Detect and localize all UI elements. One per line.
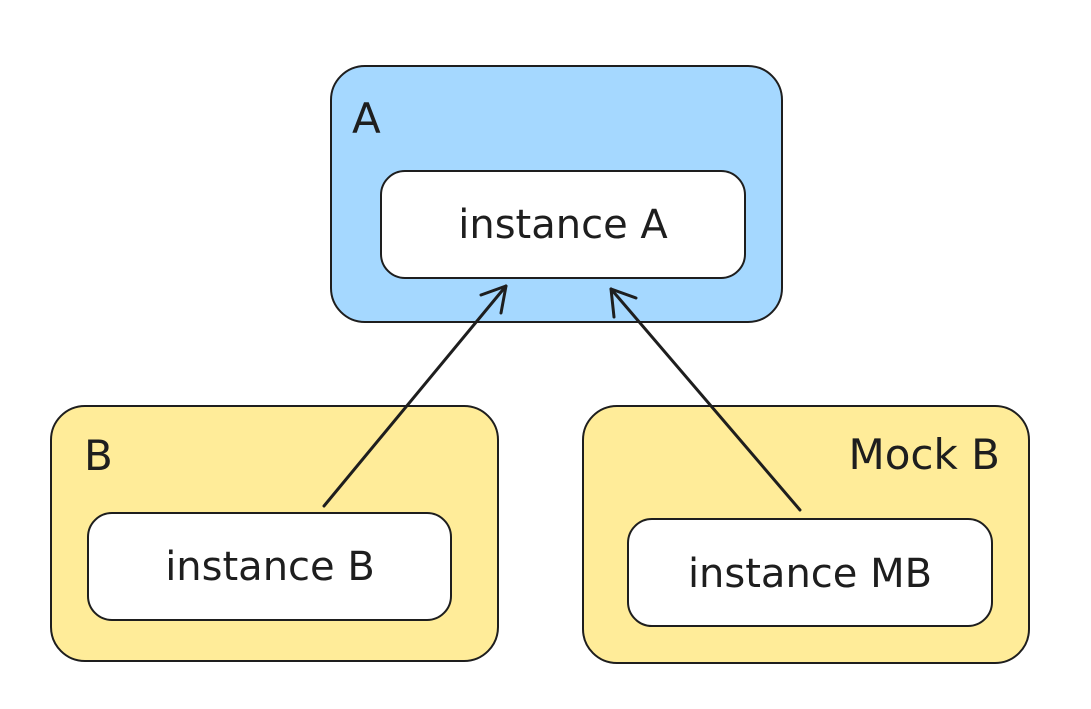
instance-b-node[interactable]: instance B	[87, 512, 452, 621]
instance-a-box	[380, 170, 746, 279]
arrow-b-to-a-head	[479, 284, 508, 315]
instance-mb-label: instance MB	[688, 551, 932, 597]
arrow-b-to-a[interactable]	[322, 284, 508, 508]
instance-b-label: instance B	[165, 544, 375, 590]
instance-mb-node[interactable]: instance MB	[627, 518, 993, 627]
container-a-label: A	[352, 94, 381, 143]
arrow-mb-to-a-head	[609, 287, 638, 319]
arrow-mb-to-a[interactable]	[609, 287, 802, 512]
container-b-label: B	[84, 431, 113, 480]
arrow-b-to-a-line	[322, 284, 508, 508]
container-mock-b-label: Mock B	[848, 430, 1000, 479]
instance-b-box	[87, 512, 452, 621]
instance-a-label: instance A	[458, 202, 668, 248]
instance-mb-box	[627, 518, 993, 627]
arrow-mb-to-a-line	[609, 287, 802, 512]
instance-a-node[interactable]: instance A	[380, 170, 746, 279]
